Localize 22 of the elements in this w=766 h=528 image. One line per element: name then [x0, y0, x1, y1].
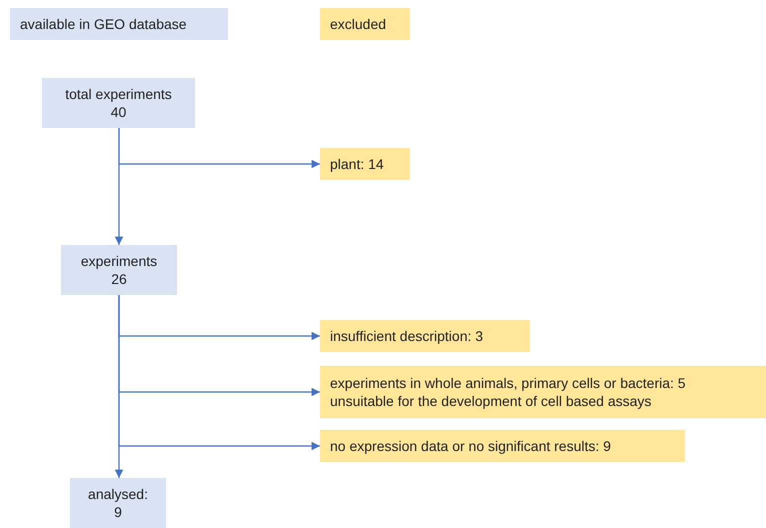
process-box: [320, 430, 685, 462]
box-text: experiments: [80, 252, 158, 270]
box-text: total experiments: [65, 85, 172, 103]
box-text: analysed:: [88, 485, 148, 503]
box-text: unsuitable for the development of cell based assays: [330, 392, 652, 410]
box-text: 40: [110, 103, 126, 121]
process-box: [61, 245, 177, 295]
arrow: [114, 128, 124, 245]
box-text: 26: [111, 270, 127, 288]
box-text: insufficient description: 3: [330, 327, 484, 345]
arrow: [114, 295, 124, 478]
process-box: [320, 320, 530, 352]
process-box: [42, 78, 195, 128]
process-box: [320, 366, 766, 418]
box-text: plant: 14: [330, 155, 384, 173]
legend-label: excluded: [330, 14, 386, 34]
box-text: experiments in whole animals, primary cells or bacteria: 5: [330, 374, 686, 392]
box-text: 9: [114, 503, 122, 521]
box-text: no expression data or no significant results: 9: [330, 437, 611, 455]
legend-label: available in GEO database: [20, 14, 187, 34]
process-box: [70, 478, 166, 528]
process-box: [320, 148, 410, 180]
